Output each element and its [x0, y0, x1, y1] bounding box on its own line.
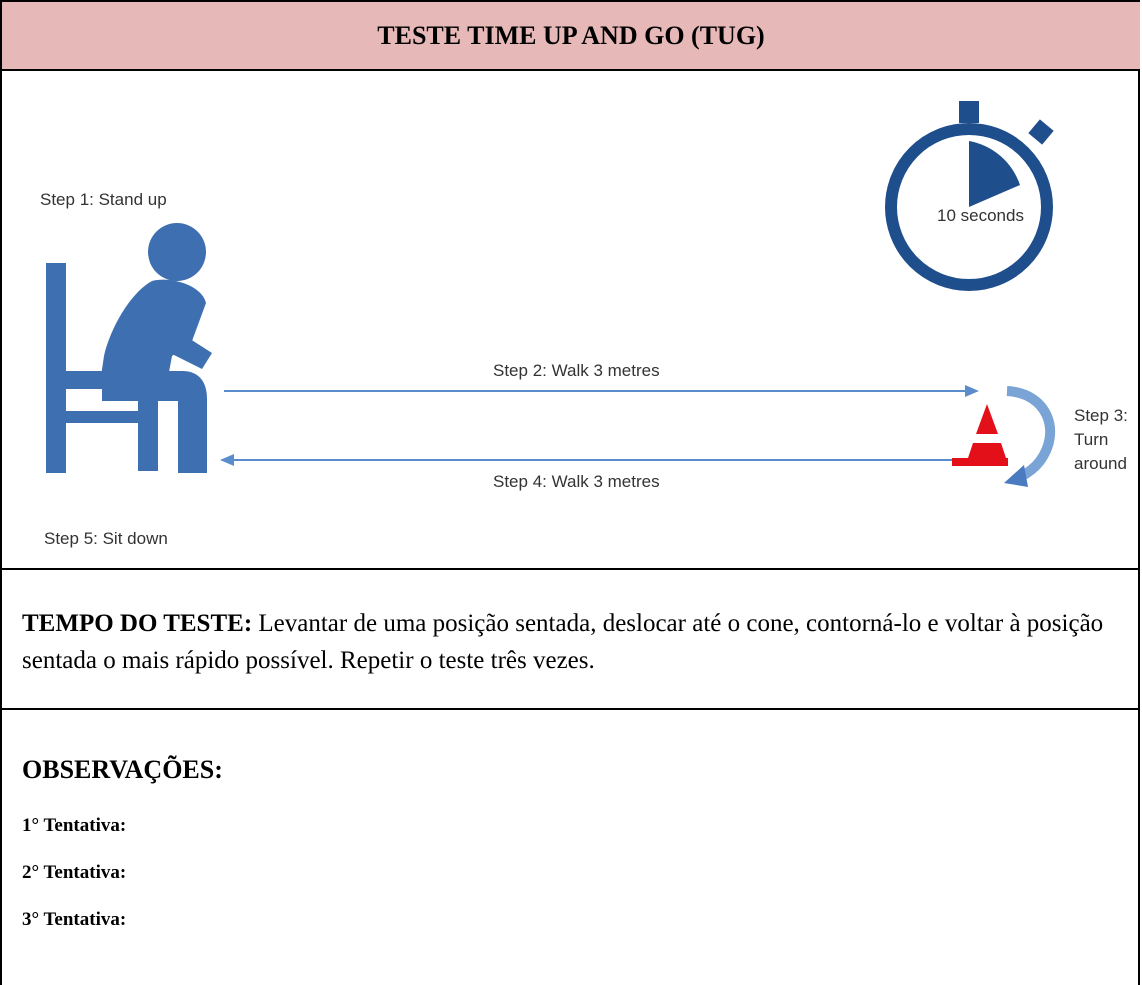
step4-label: Step 4: Walk 3 metres	[493, 472, 660, 491]
step1-label: Step 1: Stand up	[40, 190, 167, 209]
attempt-2-label: 2° Tentativa:	[22, 862, 127, 883]
walk-back-arrowhead	[220, 454, 234, 466]
step3-label-line1: Step 3:	[1074, 406, 1128, 425]
tug-illustration: Step 1: Stand up Step 2: Walk 3 metres	[2, 71, 1140, 568]
walk-forward-arrowhead	[965, 385, 979, 397]
attempt-1-label: 1° Tentativa:	[22, 815, 127, 836]
section-divider	[2, 568, 1140, 570]
turn-arrow-icon	[1004, 386, 1055, 487]
observacoes-title: OBSERVAÇÕES:	[22, 755, 223, 784]
tempo-label: TEMPO DO TESTE:	[22, 610, 253, 637]
stopwatch-icon	[885, 101, 1054, 291]
timer-label: 10 seconds	[937, 206, 1024, 225]
attempt-3-label: 3° Tentativa:	[22, 909, 127, 930]
section-divider	[2, 708, 1140, 710]
cone-icon	[952, 404, 1008, 466]
step3-label-line3: around	[1074, 454, 1127, 473]
tempo-text: Levantar de uma posição sentada, desloca…	[22, 610, 1104, 674]
form-title: TESTE TIME UP AND GO (TUG)	[377, 20, 765, 50]
step3-label-line2: Turn	[1074, 430, 1108, 449]
tempo-section: TEMPO DO TESTE: Levantar de uma posição …	[22, 605, 1122, 679]
form-header: TESTE TIME UP AND GO (TUG)	[2, 2, 1140, 71]
step5-label: Step 5: Sit down	[44, 529, 168, 548]
person-icon	[100, 223, 212, 473]
step2-label: Step 2: Walk 3 metres	[493, 361, 660, 380]
